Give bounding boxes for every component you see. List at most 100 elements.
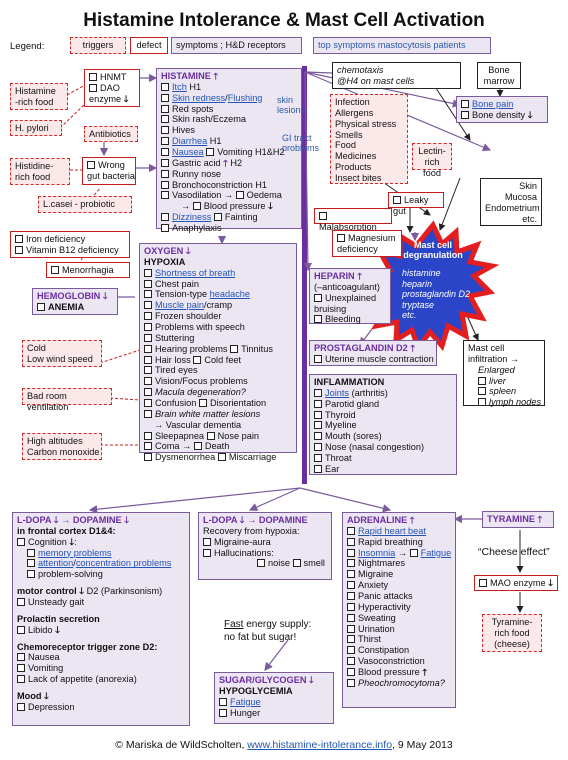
arrow-down-icon: 🡓 bbox=[548, 578, 553, 588]
ldopa-box-2: L-DOPA 🡓 → DOPAMINE Recovery from hypoxi… bbox=[198, 512, 332, 580]
energy-line1: Fast energy supply: bbox=[224, 619, 311, 632]
leaky-label: Leaky gut bbox=[393, 195, 429, 216]
adr-insomnia: Insomnia → Fatigue bbox=[347, 548, 451, 559]
arthritis-label: (arthritis) bbox=[351, 387, 388, 398]
ldopa1-chemo-item: Nausea bbox=[17, 652, 185, 663]
legend-label: Legend: bbox=[10, 41, 45, 52]
trigger-altitude: High altitudes Carbon monoxide bbox=[22, 433, 102, 460]
ldopa1-chemo-item: Vomiting bbox=[17, 663, 185, 674]
bone-density-label: Bone density bbox=[472, 109, 526, 120]
vomiting-checkbox bbox=[206, 147, 217, 157]
defect-dao: DAO bbox=[89, 83, 135, 94]
joints-label: Joints bbox=[325, 387, 350, 398]
ldopa1-depression: Depression bbox=[17, 702, 185, 713]
heparin-header: HEPARIN 🡑 bbox=[314, 271, 386, 282]
heart-label: Rapid heart beat bbox=[358, 525, 426, 536]
legend-symptoms: symptoms ; H&D receptors bbox=[171, 37, 302, 54]
coldfeet-checkbox bbox=[193, 355, 204, 365]
infl-item: Mouth (sores) bbox=[314, 431, 452, 442]
defect-magnesium: Magnesium deficiency bbox=[332, 230, 402, 257]
trigger-cold-1: Cold bbox=[27, 343, 46, 353]
miscarriage-checkbox bbox=[218, 452, 229, 462]
oxy-tired: Tired eyes bbox=[144, 365, 292, 376]
mast-organ: lymph nodes bbox=[468, 397, 541, 408]
histamine-header: HISTAMINE 🡑 bbox=[161, 71, 297, 82]
adrenaline-box: ADRENALINE 🡑 Rapid heart beat Rapid brea… bbox=[342, 512, 456, 708]
motor-d2-label: D2 (Parkinsonism) bbox=[86, 586, 163, 597]
cold-feet-label: Cold feet bbox=[204, 354, 242, 365]
flushing-label: Flushing bbox=[227, 92, 263, 103]
trigger-item: Allergens bbox=[335, 107, 374, 118]
chemotaxis-line1: chemotaxis bbox=[337, 65, 384, 75]
defect-wrong-gut-bacteria: Wrong gut bacteria bbox=[82, 157, 136, 185]
hemoglobin-header-label: HEMOGLOBIN bbox=[37, 291, 101, 301]
histamine-header-label: HISTAMINE bbox=[161, 71, 211, 81]
leaky-checkbox bbox=[393, 195, 404, 205]
oxy-frozen: Frozen shoulder bbox=[144, 311, 292, 322]
oxy-hearing: Hearing problems Tinnitus bbox=[144, 344, 292, 355]
tinnitus-label: Tinnitus bbox=[241, 343, 273, 354]
hist-gastric-acid: Gastric acid 🡑 H2 bbox=[161, 158, 297, 169]
trigger-lcasei: L.casei - probiotic bbox=[38, 196, 132, 213]
infl-item: Throat bbox=[314, 453, 452, 464]
chemotaxis-line2: @H4 on mast cells bbox=[337, 75, 415, 86]
trigger-item: Food bbox=[335, 140, 356, 151]
tyramine-header-label: TYRAMINE bbox=[487, 514, 535, 524]
ldopa1-chemo: Chemoreceptor trigger zone D2: bbox=[17, 641, 158, 652]
adr-heart: Rapid heart beat bbox=[347, 526, 451, 537]
legend-triggers-label: triggers bbox=[82, 40, 114, 50]
trigger-altitude-2: Carbon monoxide bbox=[27, 446, 100, 457]
sugar-header: SUGAR/GLYCOGEN 🡓 bbox=[219, 675, 314, 685]
oxy-shortness: Shortness of breath bbox=[144, 268, 292, 279]
cheese-effect: “Cheese effect” bbox=[478, 546, 550, 558]
ldopa2-migraine: Migraine-aura bbox=[203, 537, 327, 548]
vasodilation-label: Vasodilation bbox=[172, 190, 222, 201]
hist-hives: Hives bbox=[161, 125, 297, 136]
adr-item: Panic attacks bbox=[347, 591, 451, 602]
prostaglandin-uterine: Uterine muscle contraction bbox=[314, 354, 434, 365]
mast-infiltration-box: Mast cell infiltration → Enlarged liver … bbox=[463, 340, 545, 408]
adr-item: Nightmares bbox=[347, 558, 451, 569]
heparin-bleeding: Bleeding bbox=[314, 314, 386, 325]
adr-item: Constipation bbox=[347, 645, 451, 656]
hist-diarrhea: Diarrhea H1 bbox=[161, 136, 297, 147]
prostaglandin-header-label: PROSTAGLANDIN D2 bbox=[314, 343, 408, 353]
dysmenorrhea-label: Dysmenorrhea bbox=[155, 452, 216, 463]
energy-line2: no fat but sugar! bbox=[224, 631, 297, 643]
gastric-label: Gastric acid bbox=[172, 157, 221, 168]
oxy-hair: Hair loss Cold feet bbox=[144, 355, 292, 366]
cognition-label: Cognition bbox=[28, 536, 67, 547]
adr-item: Rapid breathing bbox=[347, 537, 451, 548]
ldopa1-motor: motor control 🡓 D2 (Parkinsonism) bbox=[17, 586, 163, 597]
adr-item: Urination bbox=[347, 624, 451, 635]
skin-lesions-note: skin lesions bbox=[277, 95, 306, 116]
dao-enzyme-label: enzyme bbox=[89, 93, 122, 104]
hist-broncho: Bronchoconstriction H1 bbox=[161, 180, 297, 191]
prostaglandin-header: PROSTAGLANDIN D2 🡑 bbox=[314, 343, 432, 354]
death-checkbox bbox=[194, 441, 205, 451]
malabsorption-checkbox bbox=[319, 211, 330, 221]
tyramine-box: TYRAMINE 🡑 bbox=[482, 511, 554, 528]
heparin-header-label: HEPARIN bbox=[314, 271, 355, 281]
tension-label: Tension-type bbox=[155, 289, 208, 300]
oxy-macula: Macula degeneration? bbox=[144, 387, 292, 398]
disorientation-label: Disorientation bbox=[209, 398, 267, 409]
magnesium-label: Magnesium deficiency bbox=[337, 233, 396, 254]
oxy-dysmenorrhea: Dysmenorrhea Miscarriage bbox=[144, 452, 292, 463]
footer-link[interactable]: www.histamine-intolerance.info bbox=[247, 739, 393, 751]
adr-item: Sweating bbox=[347, 613, 451, 624]
defect-wrong: Wrong bbox=[87, 160, 131, 171]
hist-runny-nose: Runny nose bbox=[161, 169, 297, 180]
mao-checkbox bbox=[479, 578, 490, 588]
oxy-coma: Coma → Death bbox=[144, 441, 292, 452]
oxy-tension: Tension-type headache bbox=[144, 289, 292, 300]
adr-pheo: Pheochromocytoma? bbox=[347, 678, 451, 689]
vomiting-label: Vomiting H1&H2 bbox=[217, 147, 285, 158]
oxygen-hypoxia: HYPOXIA bbox=[144, 256, 186, 267]
fatigue-checkbox bbox=[410, 548, 421, 558]
oedema-label: Oedema bbox=[246, 190, 282, 201]
headache-label: headache bbox=[209, 289, 251, 300]
main-divider bbox=[302, 66, 307, 484]
cramp-label: /cramp bbox=[204, 300, 233, 311]
heparin-box: HEPARIN 🡑 (–anticoagulant) Unexplained b… bbox=[309, 268, 391, 324]
